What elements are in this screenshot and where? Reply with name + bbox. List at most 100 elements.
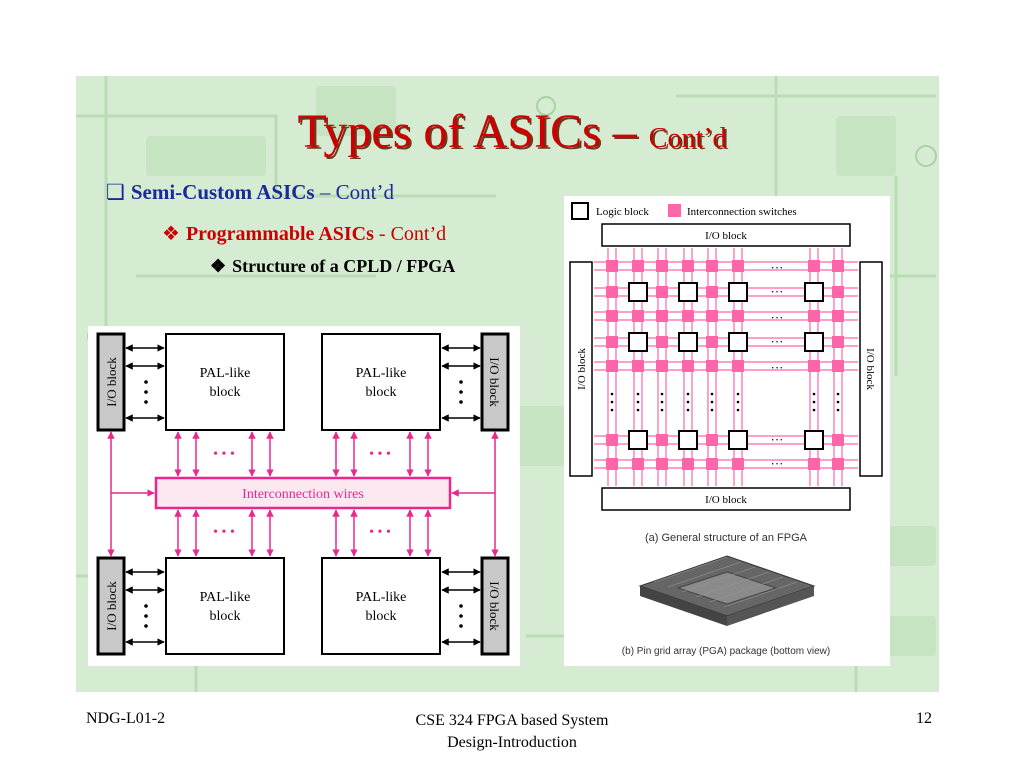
vdot-2-2 bbox=[660, 408, 664, 412]
vdot-0-2 bbox=[610, 408, 614, 412]
footer-center-line1: CSE 324 FPGA based System bbox=[415, 712, 609, 729]
vdot-6-2 bbox=[812, 408, 816, 412]
pal-block-br bbox=[321, 557, 441, 655]
io-block-top-left bbox=[96, 332, 126, 432]
switch-0-1 bbox=[632, 260, 644, 272]
switch-0-7 bbox=[832, 260, 844, 272]
switch-4-2 bbox=[656, 360, 668, 372]
pga-package-illustration bbox=[638, 555, 816, 626]
fpga-io-left-label: I/O block bbox=[576, 348, 588, 390]
vdot-3-0 bbox=[686, 392, 690, 396]
vdot-0-1 bbox=[610, 400, 614, 404]
vdot-3-2 bbox=[686, 408, 690, 412]
cpld-svg: I/O block I/O block I/O block I/O block … bbox=[96, 332, 510, 656]
switch-2-1 bbox=[632, 310, 644, 322]
switch-2-7 bbox=[832, 310, 844, 322]
switch-0-5 bbox=[732, 260, 744, 272]
fpga-caption-b: (b) Pin grid array (PGA) package (bottom… bbox=[622, 646, 830, 657]
switch-1-0 bbox=[606, 286, 618, 298]
pal-bl-l2: block bbox=[209, 609, 240, 624]
fpga-io-bottom bbox=[601, 487, 851, 511]
page-number: 12 bbox=[916, 710, 932, 727]
switch-6-1 bbox=[632, 458, 644, 470]
logic-block-2-1 bbox=[678, 430, 698, 450]
footer-left: NDG-L01-2 bbox=[86, 710, 166, 727]
switch-0-0 bbox=[606, 260, 618, 272]
switch-6-2 bbox=[656, 458, 668, 470]
vdot-4-0 bbox=[710, 392, 714, 396]
fpga-io-left bbox=[569, 261, 593, 477]
switch-1-4 bbox=[706, 286, 718, 298]
logic-block-1-1 bbox=[678, 332, 698, 352]
fpga-svg: Logic block Interconnection switches I/O… bbox=[569, 202, 883, 657]
vdot-1-0 bbox=[636, 392, 640, 396]
switch-3-0 bbox=[606, 336, 618, 348]
vdot-2-1 bbox=[660, 400, 664, 404]
fpga-diagram: Logic block Interconnection switches I/O… bbox=[564, 196, 890, 666]
vdot-2-0 bbox=[660, 392, 664, 396]
pal-block-tl bbox=[165, 333, 285, 431]
logic-block-2-0 bbox=[628, 430, 648, 450]
fpga-io-right bbox=[859, 261, 883, 477]
logic-block-2-3 bbox=[804, 430, 824, 450]
vdot-6-1 bbox=[812, 400, 816, 404]
io-label-tr: I/O block bbox=[487, 357, 502, 407]
title-sub: Cont’d bbox=[648, 123, 727, 154]
footer-center-line2: Design-Introduction bbox=[447, 734, 577, 751]
switch-4-4 bbox=[706, 360, 718, 372]
slide-title: Types of ASICs – Cont’d bbox=[0, 104, 1024, 159]
fpga-io-top bbox=[601, 223, 851, 247]
square-bullet-icon: ❑ bbox=[106, 180, 125, 204]
switch-4-3 bbox=[682, 360, 694, 372]
switch-6-0 bbox=[606, 458, 618, 470]
switch-4-7 bbox=[832, 360, 844, 372]
cpld-pal-blocks bbox=[165, 333, 441, 655]
title-main: Types of ASICs – bbox=[297, 105, 649, 158]
vdot-5-1 bbox=[736, 400, 740, 404]
vdot-1-1 bbox=[636, 400, 640, 404]
switch-0-2 bbox=[656, 260, 668, 272]
dots-lower-left: • • • bbox=[213, 525, 235, 540]
switch-0-6 bbox=[808, 260, 820, 272]
fpga-dots-5: ··· bbox=[771, 360, 784, 375]
switch-0-4 bbox=[706, 260, 718, 272]
pal-tr-l1: PAL-like bbox=[356, 366, 407, 381]
switch-6-4 bbox=[706, 458, 718, 470]
interconnect-label: Interconnection wires bbox=[242, 487, 364, 502]
pal-br-l1: PAL-like bbox=[356, 590, 407, 605]
fpga-dots-1: ··· bbox=[771, 260, 784, 275]
legend-switch-icon bbox=[668, 204, 681, 217]
switch-4-1 bbox=[632, 360, 644, 372]
logic-block-0-0 bbox=[628, 282, 648, 302]
vdot-4-2 bbox=[710, 408, 714, 412]
diamond-bullet-icon: ❖ bbox=[162, 223, 180, 245]
fpga-dots-6: ··· bbox=[771, 432, 784, 447]
switch-1-7 bbox=[832, 286, 844, 298]
cpld-io-blocks: I/O block I/O block I/O block I/O block bbox=[96, 332, 510, 656]
pal-tr-l2: block bbox=[365, 385, 396, 400]
switch-6-7 bbox=[832, 458, 844, 470]
vdot-7-1 bbox=[836, 400, 840, 404]
pal-tl-l2: block bbox=[209, 385, 240, 400]
dots-upper-right: • • • bbox=[369, 447, 391, 462]
logic-block-1-0 bbox=[628, 332, 648, 352]
switch-2-3 bbox=[682, 310, 694, 322]
pal-tl-l1: PAL-like bbox=[200, 366, 251, 381]
vdot-0-0 bbox=[610, 392, 614, 396]
switch-1-2 bbox=[656, 286, 668, 298]
switch-4-0 bbox=[606, 360, 618, 372]
bullet-programmable: ❖Programmable ASICs - Cont’d bbox=[162, 223, 447, 245]
interconnect-arrows bbox=[174, 431, 432, 557]
io-block-bottom-left bbox=[96, 556, 126, 656]
fpga-io-bottom-label: I/O block bbox=[705, 494, 747, 506]
switch-5-0 bbox=[606, 434, 618, 446]
vdot-1-2 bbox=[636, 408, 640, 412]
footer-center: CSE 324 FPGA based System Design-Introdu… bbox=[362, 710, 662, 754]
pal-block-tr bbox=[321, 333, 441, 431]
vdot-5-2 bbox=[736, 408, 740, 412]
vdot-6-0 bbox=[812, 392, 816, 396]
logic-block-0-1 bbox=[678, 282, 698, 302]
switch-5-7 bbox=[832, 434, 844, 446]
fpga-dots-3: ··· bbox=[771, 310, 784, 325]
switch-6-6 bbox=[808, 458, 820, 470]
